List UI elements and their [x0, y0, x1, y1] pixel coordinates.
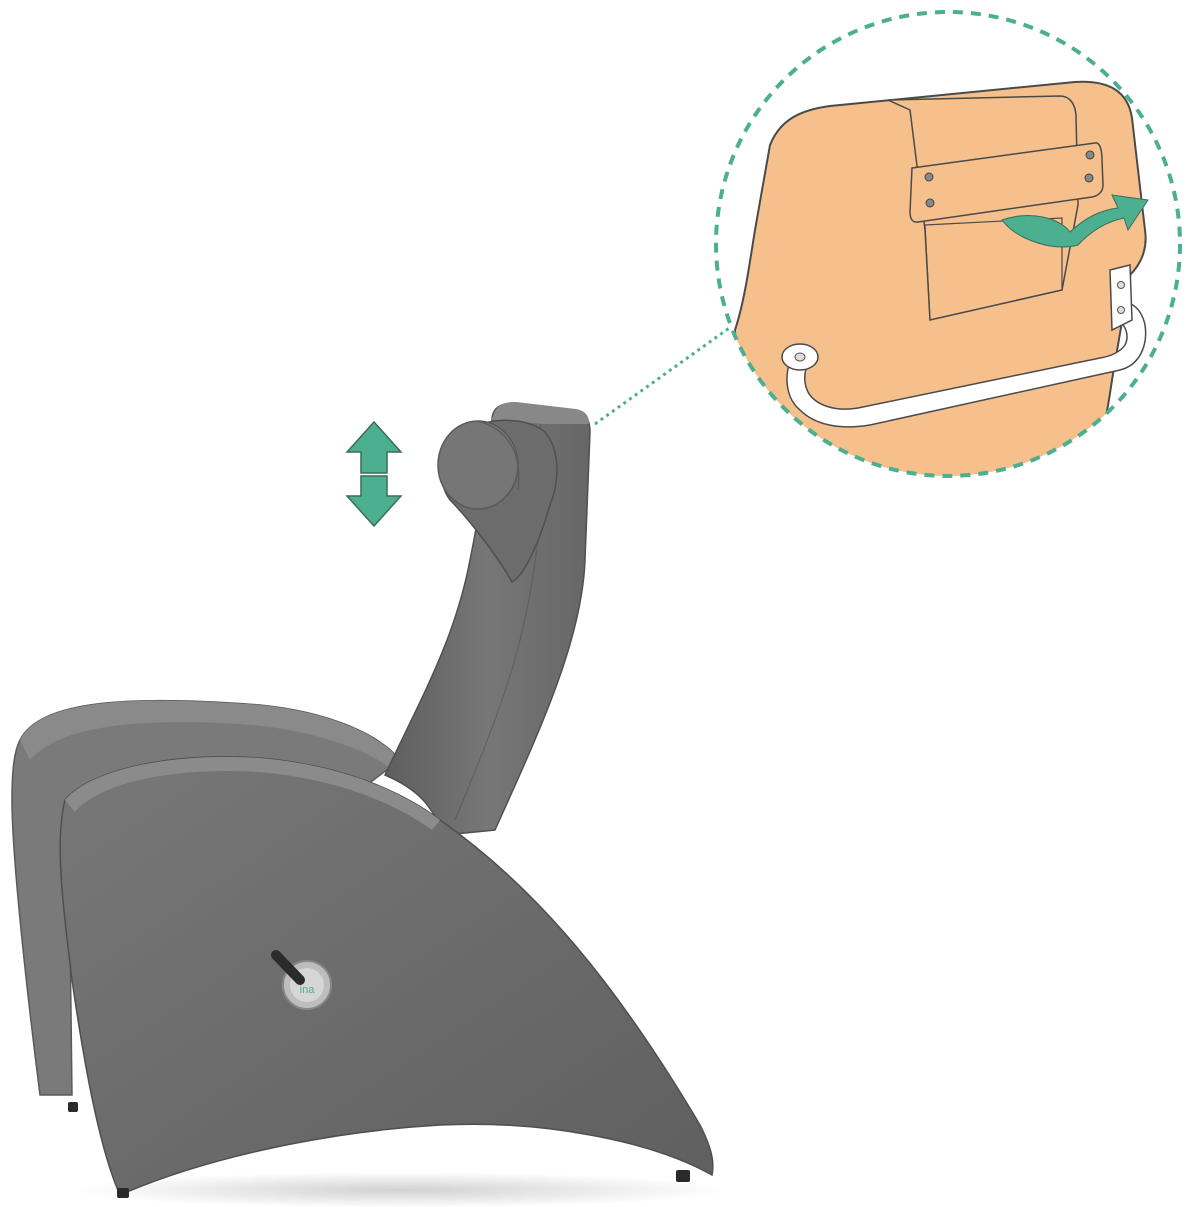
chair-foot [676, 1170, 690, 1182]
knob-label: ina [300, 984, 316, 996]
near-side-panel [60, 757, 713, 1195]
chair-foot [68, 1102, 78, 1112]
chair-foot [117, 1188, 129, 1198]
floor-shadow [70, 1172, 730, 1207]
headrest-detail-callout [716, 12, 1180, 520]
headrest-face [438, 421, 518, 509]
up-down-adjust-arrows-icon [347, 422, 401, 526]
